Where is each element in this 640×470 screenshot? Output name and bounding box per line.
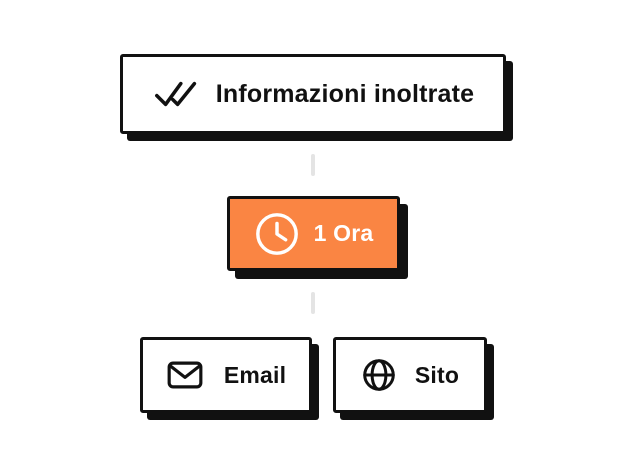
globe-icon xyxy=(361,357,397,393)
node-informazioni-inoltrate[interactable]: Informazioni inoltrate xyxy=(120,54,506,134)
node-1-ora[interactable]: 1 Ora xyxy=(227,196,400,271)
double-check-icon xyxy=(152,78,200,110)
mail-icon xyxy=(166,359,204,391)
node-label: Sito xyxy=(414,361,460,388)
node-sito[interactable]: Sito xyxy=(333,337,487,413)
connector-dash xyxy=(311,292,315,314)
node-label: 1 Ora xyxy=(313,220,374,246)
clock-icon xyxy=(254,211,300,257)
connector-dash xyxy=(311,154,315,176)
node-email[interactable]: Email xyxy=(140,337,312,413)
node-label: Informazioni inoltrate xyxy=(215,79,475,108)
node-label: Email xyxy=(223,361,287,388)
